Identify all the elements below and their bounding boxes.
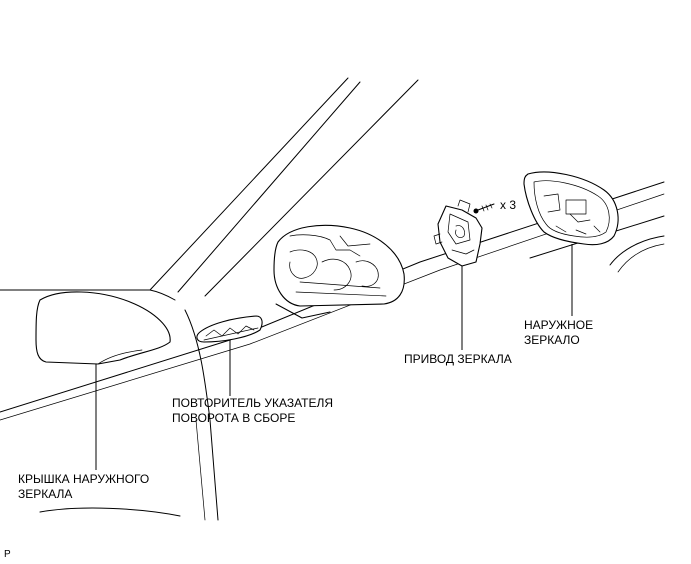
outer-mirror-part xyxy=(523,171,619,246)
mirror-cover-part xyxy=(35,291,171,365)
mirror-actuator-label: ПРИВОД ЗЕРКАЛА xyxy=(404,352,512,367)
leader-lines xyxy=(95,244,573,470)
outer-mirror-label: НАРУЖНОЕ ЗЕРКАЛО xyxy=(524,318,593,348)
mirror-housing xyxy=(273,224,405,319)
corner-mark: P xyxy=(4,549,11,560)
mirror-cover-label-line-2: ЗЕРКАЛА xyxy=(18,487,73,501)
outer-mirror-label-line-1: НАРУЖНОЕ xyxy=(524,318,594,332)
turn-signal-label-line-2: ПОВОРОТА В СБОРЕ xyxy=(172,411,296,425)
turn-signal-label: ПОВТОРИТЕЛЬ УКАЗАТЕЛЯ ПОВОРОТА В СБОРЕ xyxy=(172,396,333,426)
screw-count-label: x 3 xyxy=(500,198,517,212)
mirror-cover-label: КРЫШКА НАРУЖНОГО ЗЕРКАЛА xyxy=(18,472,149,502)
outer-mirror-label-line-2: ЗЕРКАЛО xyxy=(524,333,580,347)
mirror-actuator-label-line-1: ПРИВОД ЗЕРКАЛА xyxy=(404,352,512,366)
mirror-cover-label-line-1: КРЫШКА НАРУЖНОГО xyxy=(18,472,150,486)
turn-signal-part xyxy=(196,315,263,343)
mirror-actuator-part xyxy=(433,199,483,267)
turn-signal-label-line-1: ПОВТОРИТЕЛЬ УКАЗАТЕЛЯ xyxy=(172,396,334,410)
screw-icon xyxy=(473,203,495,214)
